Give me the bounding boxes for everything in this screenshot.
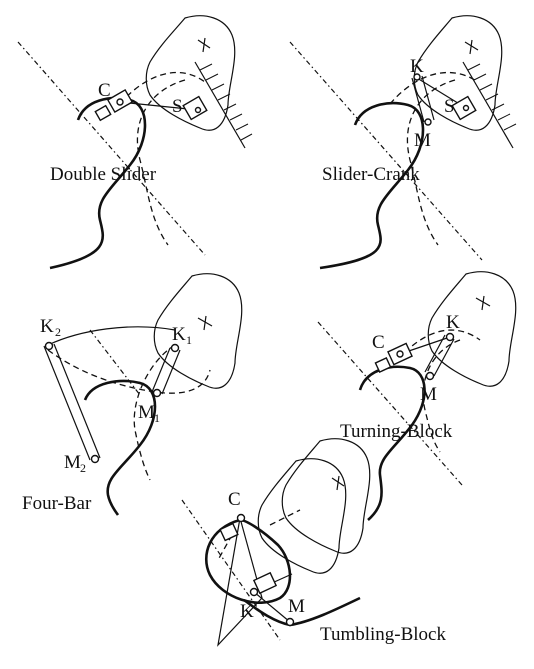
wall-1 (194, 61, 246, 149)
block-c-4b (374, 357, 392, 373)
panel-tumbling-block: C K M Tumbling-Block (181, 438, 446, 647)
joint-m-circle-5 (285, 617, 295, 627)
joint-s-circle-1 (194, 106, 202, 114)
body-tick-5 (336, 475, 340, 491)
joint-m-circle-4 (425, 371, 435, 381)
label-k1-3: K (172, 324, 186, 345)
crank-link-2a (411, 77, 425, 123)
joint-c-circle-1 (116, 98, 124, 106)
coupler-curve-solid-3 (83, 379, 157, 516)
caption-tumbling-block: Tumbling-Block (320, 624, 446, 645)
coupler-curve-solid-4 (358, 365, 426, 521)
wall-hatch-2 (467, 63, 517, 131)
body-outline-4 (427, 271, 517, 387)
joint-k-circle-5 (249, 587, 259, 597)
triangle-link-5-dashed (217, 509, 301, 561)
label-m1-3: M (138, 402, 155, 423)
crank-link-3a (151, 347, 171, 393)
panel-slider-crank: K S M Slider-Crank (289, 15, 517, 270)
guide-line-2 (289, 41, 483, 261)
guide-line-3 (89, 329, 141, 396)
body-outline-2 (413, 15, 503, 131)
wall-hatch-1 (199, 63, 253, 141)
joint-k-circle-4 (445, 332, 455, 342)
label-m-4: M (420, 384, 437, 405)
caption-four-bar: Four-Bar (22, 493, 92, 514)
coupler-curve-dashed-3 (133, 344, 176, 481)
body-outline-5 (281, 438, 371, 554)
label-c-4: C (372, 332, 385, 353)
coupler-curve-dashed-2 (406, 79, 456, 246)
panel-four-bar: K 2 K 1 M 1 M 2 Four-Bar (22, 273, 243, 516)
label-k-5: K (240, 601, 254, 622)
label-m-5: M (288, 596, 305, 617)
label-m1-sub-3: 1 (154, 411, 160, 425)
panel-turning-block: C K M Turning-Block (317, 271, 517, 521)
ground-link-3a (43, 345, 91, 461)
coupler-curve-solid-2 (319, 101, 425, 270)
joint-k2-circle-3 (44, 341, 54, 351)
block-k-5 (252, 571, 278, 595)
joint-k-circle-2 (413, 73, 421, 81)
label-k2-sub-3: 2 (55, 325, 61, 339)
label-k-4: K (446, 312, 460, 333)
panel-double-slider: C S Double Slider (17, 15, 253, 270)
coupler-loop-5 (205, 518, 292, 604)
coupler-curve-dashed-4 (422, 339, 461, 453)
body-tick-3 (203, 315, 207, 331)
coupler-curve-dashed-2b (389, 71, 479, 105)
caption-slider-crank: Slider-Crank (322, 164, 420, 185)
triangle-link-5 (217, 517, 263, 647)
label-k2-3: K (40, 316, 54, 337)
body-outline-1 (145, 15, 236, 131)
coupler-curve-dashed-1b (119, 71, 206, 105)
label-s-1: S (172, 96, 183, 117)
joint-m1-circle-3 (152, 388, 162, 398)
body-outline-5b (257, 458, 347, 574)
body-tick-1 (202, 37, 206, 53)
guide-line-4 (317, 321, 463, 486)
slider-s-1 (182, 95, 208, 121)
joint-m2-circle-3 (90, 454, 100, 464)
joint-m-circle-2 (424, 118, 432, 126)
label-s-2: S (444, 96, 455, 117)
joint-c-circle-4 (396, 350, 404, 358)
label-k1-sub-3: 1 (186, 333, 192, 347)
block-c-5 (219, 522, 239, 542)
coupler-curve-dashed-1 (136, 79, 186, 246)
joint-s-circle-2 (462, 104, 470, 112)
crank-link-5 (253, 591, 291, 623)
crank-link-4b (433, 338, 455, 377)
crank-link-4a (424, 334, 446, 373)
label-m2-3: M (64, 452, 81, 473)
body-outline-3 (153, 273, 243, 389)
body-tick-2 (469, 39, 473, 55)
crank-link-3b (161, 349, 181, 395)
body-tick-4 (481, 295, 485, 311)
crank-link-2b (421, 75, 435, 121)
ground-link-3b (53, 343, 101, 459)
guide-line-5 (181, 499, 281, 641)
joint-c-circle-5 (236, 513, 246, 523)
label-c-1: C (98, 80, 111, 101)
guide-line-1 (17, 41, 206, 256)
label-m-2: M (414, 130, 431, 151)
joint-k1-circle-3 (170, 343, 180, 353)
coupler-top-3 (47, 326, 176, 346)
slider-c-1b (94, 104, 112, 122)
caption-turning-block: Turning-Block (340, 421, 453, 442)
label-k-2: K (410, 56, 424, 77)
caption-double-slider: Double Slider (50, 164, 157, 185)
coupler-curve-dashed-3b (47, 349, 211, 394)
label-m2-sub-3: 2 (80, 461, 86, 475)
wall-2 (462, 61, 514, 149)
label-c-5: C (228, 489, 241, 510)
